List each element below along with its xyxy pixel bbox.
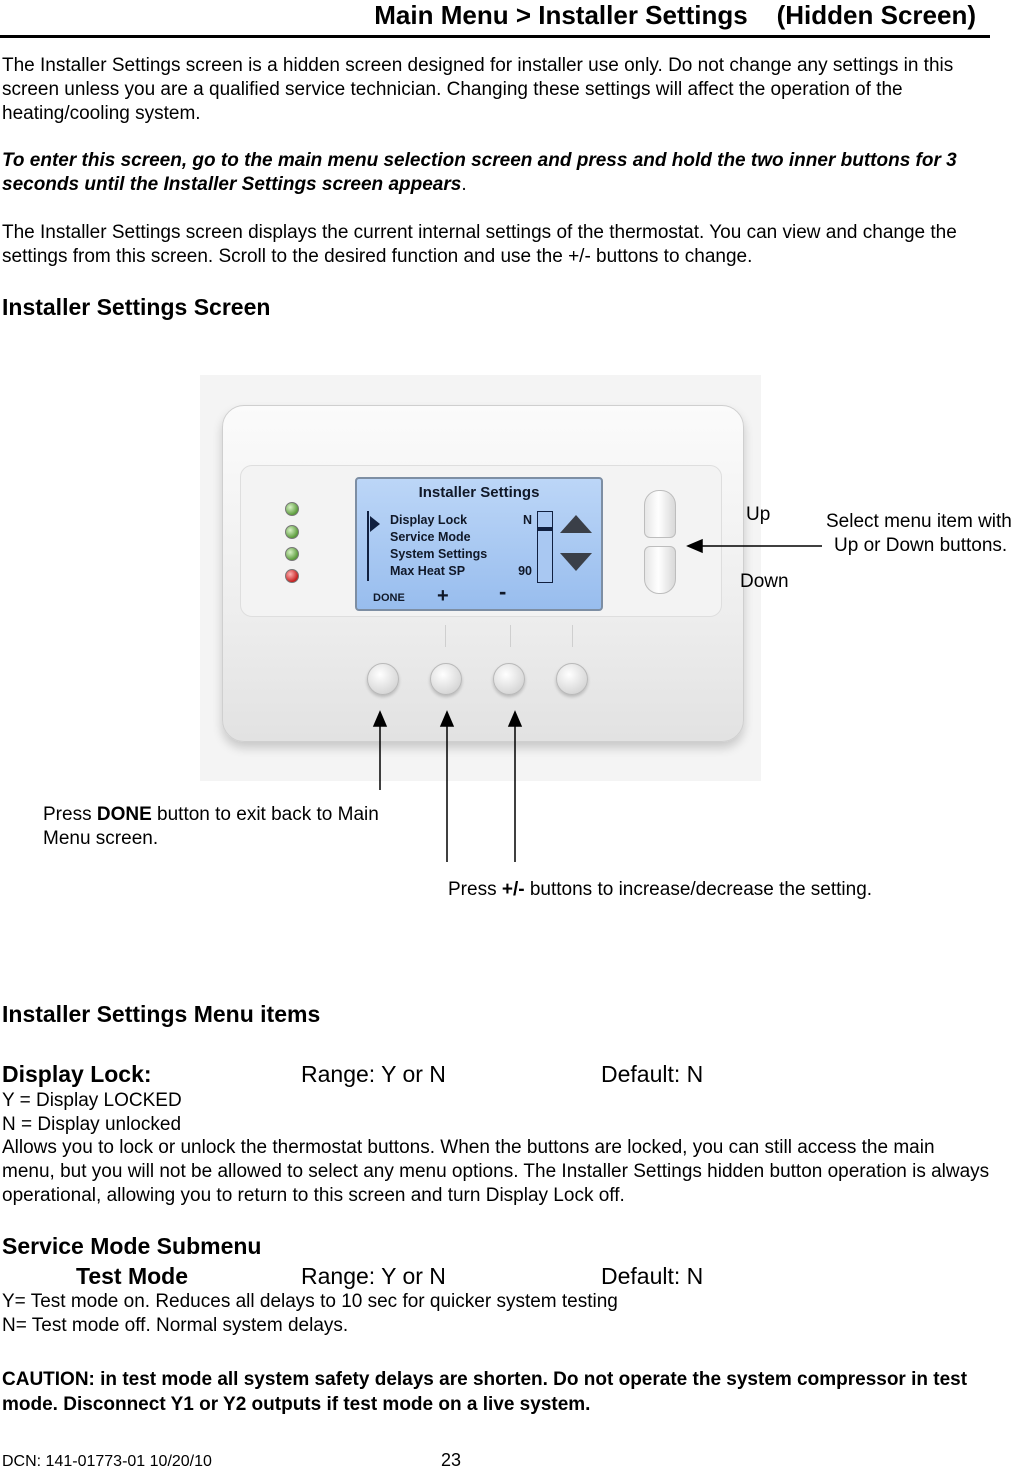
button-guide-mark (510, 625, 511, 647)
test-mode-y: Y= Test mode on. Reduces all delays to 1… (2, 1291, 618, 1312)
service-mode-heading: Service Mode Submenu (2, 1233, 262, 1259)
status-led-red (285, 569, 299, 583)
lcd-item-service-mode[interactable]: Service Mode (390, 530, 471, 544)
plusminus-callout-post: buttons to increase/decrease the setting… (524, 879, 873, 900)
title-divider (0, 35, 990, 38)
lcd-item-max-heat-sp-value: 90 (518, 564, 532, 578)
intro-paragraph: The Installer Settings screen is a hidde… (2, 55, 954, 124)
button-guide-mark (572, 625, 573, 647)
done-arrow-head-icon (372, 710, 388, 727)
done-callout-pre: Press (43, 804, 97, 825)
down-button[interactable] (644, 546, 676, 594)
lcd-menu-list (367, 511, 555, 581)
display-lock-default: Default: N (601, 1061, 704, 1087)
entry-instructions-tail: . (461, 174, 467, 195)
done-callout-post: button to exit back to Main (151, 804, 379, 825)
done-callout-line2: Menu screen. (43, 828, 159, 849)
test-mode-default: Default: N (601, 1263, 704, 1289)
display-lock-range: Range: Y or N (301, 1061, 446, 1087)
down-label: Down (740, 571, 789, 592)
entry-instructions: To enter this screen, go to the main men… (2, 149, 992, 197)
status-led-green-2 (285, 525, 299, 539)
caution-note: CAUTION: in test mode all system safety … (2, 1369, 968, 1415)
screen-description: The Installer Settings screen displays t… (2, 222, 957, 267)
up-button[interactable] (644, 490, 676, 538)
plus-button[interactable] (430, 663, 462, 695)
done-button[interactable] (367, 663, 399, 695)
lcd-item-display-lock[interactable]: Display Lock (390, 513, 468, 527)
lcd-plus-label: + (437, 585, 449, 607)
fourth-button[interactable] (556, 663, 588, 695)
selection-pointer-icon (370, 516, 380, 532)
entry-instructions-bold: To enter this screen, go to the main men… (2, 150, 957, 195)
status-led-green-1 (285, 502, 299, 516)
lcd-item-system-settings[interactable]: System Settings (390, 547, 488, 561)
done-callout: Press DONE button to exit back to Main (43, 803, 379, 827)
lcd-screen: Installer Settings Display Lock N Servic… (355, 477, 603, 611)
plus-arrow-head-icon (439, 710, 455, 727)
display-lock-description: Allows you to lock or unlock the thermos… (2, 1137, 990, 1206)
status-led-green-3 (285, 547, 299, 561)
display-lock-label: Display Lock: (2, 1061, 152, 1087)
test-mode-range: Range: Y or N (301, 1263, 446, 1289)
lcd-down-arrow-icon (560, 553, 592, 571)
select-arrow-head-icon (686, 538, 703, 554)
lcd-up-arrow-icon (560, 515, 592, 533)
up-label: Up (746, 504, 771, 525)
minus-button[interactable] (493, 663, 525, 695)
page-number: 23 (441, 1450, 462, 1470)
test-mode-label: Test Mode (76, 1263, 189, 1289)
lcd-done-label: DONE (373, 592, 405, 604)
lcd-minus-label: - (499, 579, 507, 604)
lcd-item-max-heat-sp[interactable]: Max Heat SP (390, 564, 466, 578)
plusminus-callout-pre: Press (448, 879, 502, 900)
select-callout-line2: Up or Down buttons. (834, 535, 1008, 556)
document-control-number: DCN: 141-01773-01 10/20/10 (2, 1453, 212, 1470)
plusminus-callout: Press +/- buttons to increase/decrease t… (448, 878, 872, 902)
button-guide-mark (445, 625, 446, 647)
lcd-item-display-lock-value: N (522, 513, 532, 527)
select-callout-line1: Select menu item with (826, 511, 1012, 532)
display-lock-n: N = Display unlocked (2, 1114, 182, 1135)
test-mode-n: N= Test mode off. Normal system delays. (2, 1315, 349, 1336)
page-title: Main Menu > Installer Settings (Hidden S… (374, 0, 976, 30)
lcd-title: Installer Settings (418, 484, 540, 501)
minus-arrow-head-icon (507, 710, 523, 727)
lcd-scrollbar-thumb (538, 527, 552, 531)
display-lock-y: Y = Display LOCKED (2, 1090, 182, 1111)
done-callout-bold: DONE (96, 804, 152, 825)
menu-items-heading: Installer Settings Menu items (2, 1001, 321, 1027)
screen-section-heading: Installer Settings Screen (2, 294, 271, 320)
plusminus-callout-bold: +/- (501, 879, 525, 900)
